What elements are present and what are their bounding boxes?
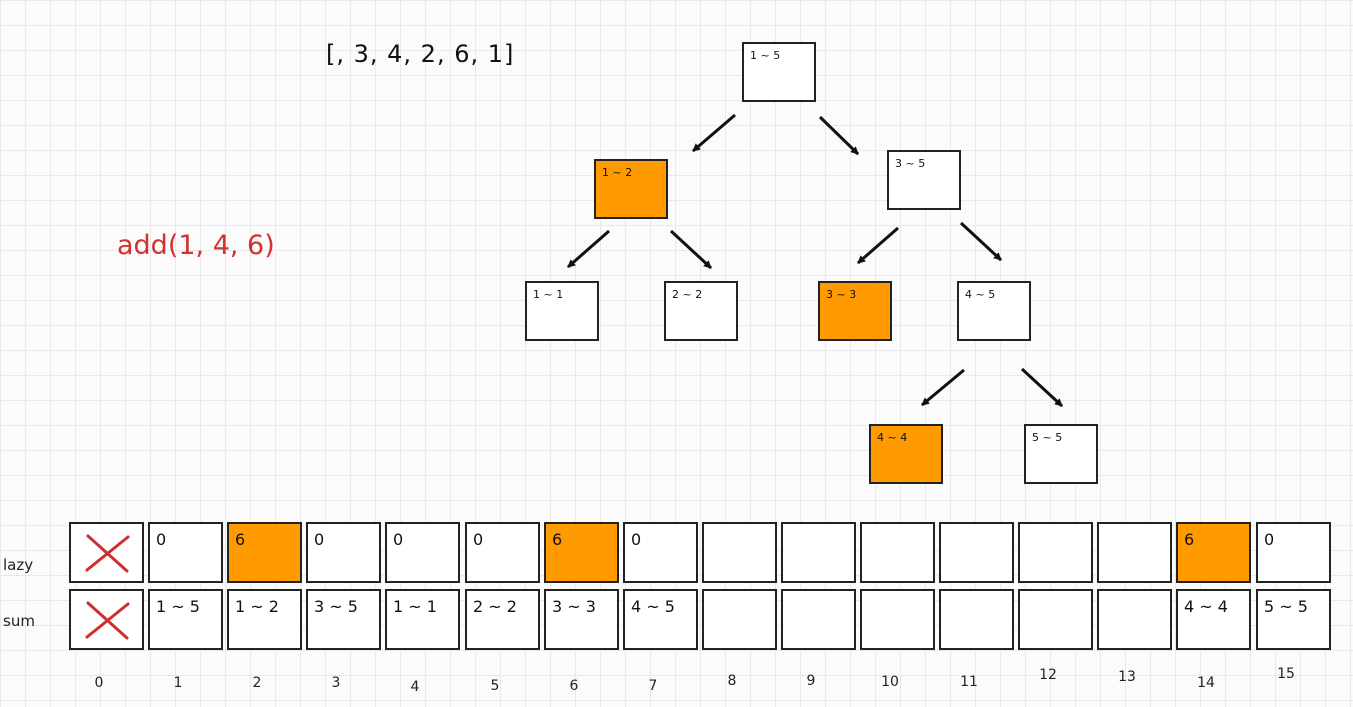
lazy-cell (702, 522, 777, 583)
sum-cell (1097, 589, 1172, 650)
lazy-cell (1018, 522, 1093, 583)
edge-root-left (692, 113, 736, 153)
sum-range: 5 ~ 5 (1264, 597, 1308, 616)
array-values: [, 3, 4, 2, 6, 1] (326, 40, 515, 68)
sum-range: 3 ~ 3 (552, 597, 596, 616)
tree-node-4-5: 4 ~ 5 (957, 281, 1031, 341)
sum-cell: 4 ~ 4 (1176, 589, 1251, 650)
sum-cell (69, 589, 144, 650)
lazy-cell: 0 (623, 522, 698, 583)
array-index: 3 (331, 675, 341, 691)
sum-range: 3 ~ 5 (314, 597, 358, 616)
tree-node-1-2: 1 ~ 2 (594, 159, 668, 219)
sum-cell (781, 589, 856, 650)
node-label: 4 ~ 4 (877, 431, 908, 444)
lazy-value: 6 (552, 530, 563, 549)
lazy-cell: 0 (306, 522, 381, 583)
lazy-value: 0 (156, 530, 167, 549)
array-index: 6 (569, 678, 579, 694)
sum-cell (939, 589, 1014, 650)
array-index: 0 (94, 675, 104, 691)
sum-range: 2 ~ 2 (473, 597, 517, 616)
node-label: 1 ~ 1 (533, 288, 564, 301)
lazy-row-label: lazy (3, 556, 34, 574)
tree-node-5-5: 5 ~ 5 (1024, 424, 1098, 484)
node-label: 4 ~ 5 (965, 288, 996, 301)
sum-cell (702, 589, 777, 650)
sum-range: 1 ~ 1 (393, 597, 437, 616)
lazy-cell (939, 522, 1014, 583)
edge-4_5-right (1020, 367, 1064, 408)
lazy-cell (69, 522, 144, 583)
array-index: 8 (727, 673, 737, 689)
lazy-value: 0 (393, 530, 404, 549)
sum-cell: 1 ~ 2 (227, 589, 302, 650)
sum-cell: 4 ~ 5 (623, 589, 698, 650)
sum-range: 4 ~ 4 (1184, 597, 1228, 616)
lazy-cell (781, 522, 856, 583)
tree-node-1-1: 1 ~ 1 (525, 281, 599, 341)
edge-1_2-right (669, 229, 713, 270)
edge-4_5-left (921, 368, 965, 407)
tree-node-4-4: 4 ~ 4 (869, 424, 943, 484)
lazy-cell: 0 (385, 522, 460, 583)
lazy-value: 0 (631, 530, 642, 549)
tree-node-3-3: 3 ~ 3 (818, 281, 892, 341)
lazy-value: 0 (473, 530, 484, 549)
lazy-cell: 0 (1256, 522, 1331, 583)
add-call-label: add(1, 4, 6) (117, 230, 275, 261)
sum-row-label: sum (3, 612, 35, 630)
lazy-cell: 6 (544, 522, 619, 583)
sum-cell: 1 ~ 5 (148, 589, 223, 650)
edge-3_5-right (959, 221, 1003, 262)
array-index: 14 (1197, 675, 1215, 691)
sum-cell: 3 ~ 3 (544, 589, 619, 650)
node-label: 5 ~ 5 (1032, 431, 1063, 444)
tree-node-2-2: 2 ~ 2 (664, 281, 738, 341)
array-index: 5 (490, 678, 500, 694)
lazy-value: 0 (314, 530, 325, 549)
sum-cell: 1 ~ 1 (385, 589, 460, 650)
array-index: 4 (410, 679, 420, 695)
lazy-cell (1097, 522, 1172, 583)
lazy-cell (860, 522, 935, 583)
sum-cell (860, 589, 935, 650)
node-label: 2 ~ 2 (672, 288, 703, 301)
array-index: 13 (1118, 669, 1136, 685)
array-index: 15 (1277, 666, 1295, 682)
lazy-cell: 6 (1176, 522, 1251, 583)
array-index: 7 (648, 678, 658, 694)
sum-cell: 3 ~ 5 (306, 589, 381, 650)
array-index: 12 (1039, 667, 1057, 683)
array-index: 11 (960, 674, 978, 690)
lazy-value: 6 (1184, 530, 1195, 549)
cross-icon (85, 601, 130, 640)
node-label: 3 ~ 3 (826, 288, 857, 301)
cross-icon (85, 534, 130, 573)
array-index: 9 (806, 673, 816, 689)
lazy-cell: 6 (227, 522, 302, 583)
lazy-value: 0 (1264, 530, 1275, 549)
lazy-cell: 0 (148, 522, 223, 583)
sum-range: 1 ~ 5 (156, 597, 200, 616)
node-label: 1 ~ 5 (750, 49, 781, 62)
edge-root-right (818, 115, 860, 156)
lazy-value: 6 (235, 530, 246, 549)
lazy-cell: 0 (465, 522, 540, 583)
array-index: 2 (252, 675, 262, 691)
array-index: 10 (881, 674, 899, 690)
edge-1_2-left (567, 229, 610, 269)
sum-cell: 5 ~ 5 (1256, 589, 1331, 650)
node-label: 3 ~ 5 (895, 157, 926, 170)
sum-range: 4 ~ 5 (631, 597, 675, 616)
edge-3_5-left (857, 226, 899, 265)
tree-node-1-5: 1 ~ 5 (742, 42, 816, 102)
sum-cell (1018, 589, 1093, 650)
tree-node-3-5: 3 ~ 5 (887, 150, 961, 210)
array-index: 1 (173, 675, 183, 691)
sum-cell: 2 ~ 2 (465, 589, 540, 650)
node-label: 1 ~ 2 (602, 166, 633, 179)
sum-range: 1 ~ 2 (235, 597, 279, 616)
